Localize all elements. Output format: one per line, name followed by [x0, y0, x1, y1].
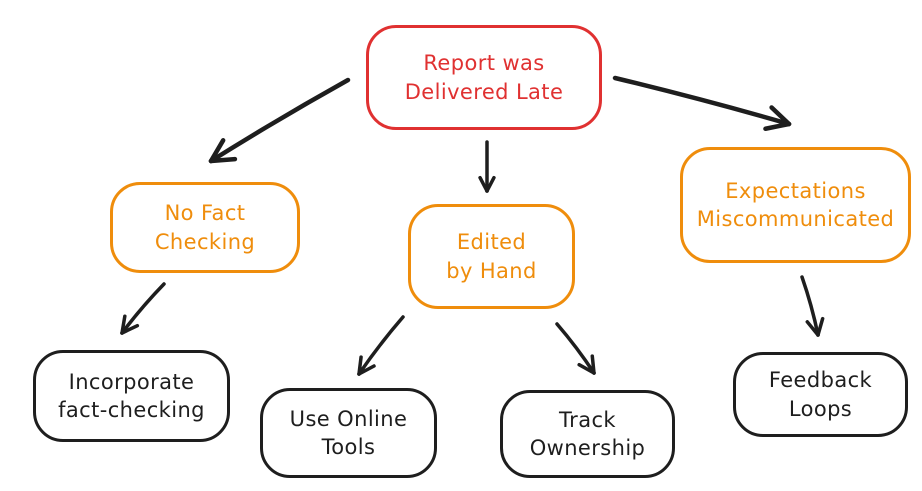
node-label-track-ownership: Track Ownership — [529, 407, 646, 460]
node-expectations-miscommunicated[interactable]: Expectations Miscommunicated — [680, 147, 911, 263]
node-no-fact-checking[interactable]: No Fact Checking — [110, 182, 300, 273]
node-use-online-tools[interactable]: Use Online Tools — [260, 388, 437, 478]
arrow-report-to-expectations[interactable] — [612, 75, 792, 132]
node-edited-by-hand[interactable]: Edited by Hand — [408, 204, 575, 309]
node-label-report-delivered-late: Report was Delivered Late — [404, 51, 564, 104]
node-label-feedback-loops: Feedback Loops — [768, 368, 873, 421]
arrow-expectations-to-feedback-loops[interactable] — [800, 275, 825, 337]
node-label-edited-by-hand: Edited by Hand — [446, 230, 537, 283]
arrow-no-fact-checking-to-incorporate[interactable] — [120, 282, 166, 335]
arrow-report-to-edited-by-hand[interactable] — [478, 140, 496, 193]
node-label-expectations-miscommunicated: Expectations Miscommunicated — [696, 178, 895, 231]
node-track-ownership[interactable]: Track Ownership — [500, 390, 675, 478]
node-label-no-fact-checking: No Fact Checking — [154, 201, 256, 254]
arrow-edited-by-hand-to-use-online-tools[interactable] — [357, 315, 405, 376]
arrow-edited-by-hand-to-track-ownership[interactable] — [555, 322, 596, 375]
arrow-report-to-no-fact-checking[interactable] — [208, 77, 351, 164]
node-incorporate-fact-checking[interactable]: Incorporate fact-checking — [33, 350, 230, 442]
node-report-delivered-late[interactable]: Report was Delivered Late — [366, 25, 602, 130]
node-feedback-loops[interactable]: Feedback Loops — [733, 352, 908, 437]
node-label-incorporate-fact-checking: Incorporate fact-checking — [58, 369, 205, 422]
node-label-use-online-tools: Use Online Tools — [289, 406, 408, 459]
